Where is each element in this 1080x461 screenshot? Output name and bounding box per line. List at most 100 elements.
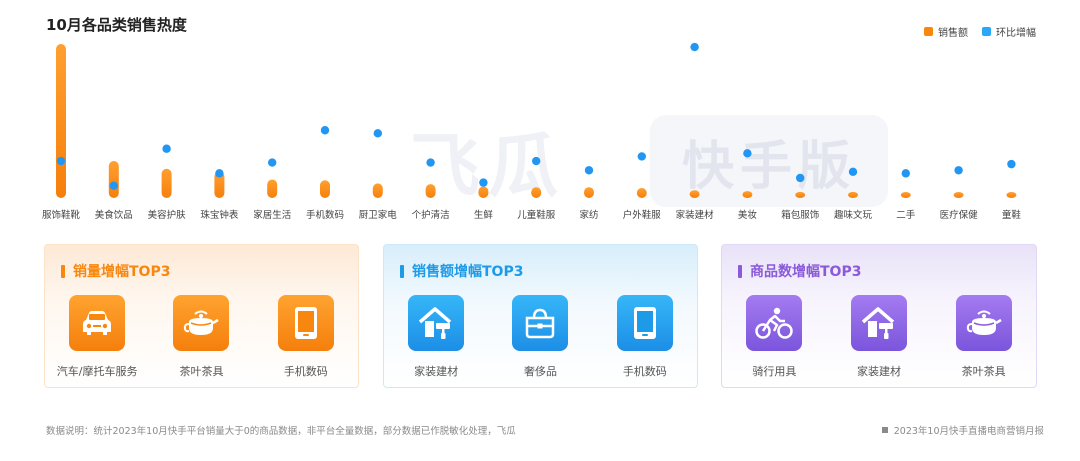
house-brush-icon [851,295,907,351]
panel-title: 销量增幅TOP3 [61,261,170,281]
sales-bar [478,186,489,198]
chart-title: 10月各品类销售热度 [46,16,187,34]
x-tick-label: 医疗保健 [940,209,979,221]
growth-point [901,169,910,178]
growth-point [796,173,805,183]
chart-legend: 销售额 环比增幅 [924,24,1036,39]
title-marker [400,264,404,278]
legend-sales-swatch [924,27,933,36]
panel-title-text: 销量增幅TOP3 [73,264,171,280]
sales-bar [214,171,225,198]
growth-point [56,156,66,166]
cyclist-icon [746,295,803,351]
sales-bar [636,187,647,198]
sales-bar [848,191,858,198]
growth-point [637,152,646,161]
sales-bar [1006,192,1017,198]
x-tick-label: 美容护肤 [148,209,187,221]
panel-title-text: 销售额增幅TOP3 [412,264,524,280]
x-tick-label: 家装建材 [676,209,715,221]
item-label: 骑行用具 [752,365,797,378]
legend-growth: 环比增幅 [982,24,1036,39]
x-tick-label: 美妆 [738,209,758,221]
item-label: 手机数码 [283,365,328,378]
panel-sales-volume-top3: 销量增幅TOP3 汽车/摩托车服务 茶叶茶具 手机数码 [44,244,359,388]
x-tick-label: 二手 [896,209,916,221]
teapot-icon [955,295,1012,351]
growth-point [426,158,435,167]
growth-point [373,129,382,138]
top-item: 茶叶茶具 [149,295,253,379]
panel-title-text: 商品数增幅TOP3 [750,264,862,280]
phone-icon [277,295,334,351]
top-item: 家装建材 [384,295,488,379]
growth-point [1007,159,1016,169]
growth-point [848,167,858,177]
category-chart: 服饰鞋靴美食饮品美容护肤珠宝钟表家居生活手机数码厨卫家电个护清洁生鲜儿童鞋服家纺… [42,42,1022,221]
growth-point [479,178,488,187]
item-label: 茶叶茶具 [179,365,224,378]
sales-bar [584,187,594,198]
x-tick-label: 家居生活 [253,209,292,221]
growth-point [320,126,330,135]
panel-title: 销售额增幅TOP3 [400,261,523,281]
title-marker [61,264,65,278]
panel-title: 商品数增幅TOP3 [738,261,861,281]
growth-point [690,42,699,52]
growth-point [109,181,119,190]
top-item: 奢侈品 [488,295,592,379]
top-item: 汽车/摩托车服务 [45,295,149,379]
growth-point [532,156,541,166]
growth-point [268,158,277,167]
top-item: 手机数码 [254,295,358,379]
sales-bar [320,180,330,198]
x-tick-label: 家纺 [579,209,599,221]
x-tick-label: 厨卫家电 [359,209,398,221]
x-tick-label: 箱包服饰 [781,209,819,221]
data-note: 数据说明：统计2023年10月快手平台销量大于0的商品数据，非平台全量数据，部分… [46,426,516,437]
growth-point [954,166,963,175]
x-tick-label: 户外鞋服 [623,209,662,221]
footer-square-icon [881,427,888,433]
sales-bar [531,187,542,198]
x-tick-label: 儿童鞋服 [517,209,556,221]
sales-bar [267,179,278,198]
legend-sales-label: 销售额 [938,28,968,39]
sales-bar [953,192,964,198]
growth-point [584,166,594,175]
sales-bar [372,183,383,198]
report-name: 2023年10月快手直播电商营销月报 [881,423,1044,437]
report-name-text: 2023年10月快手直播电商营销月报 [893,426,1044,437]
x-tick-label: 服饰鞋靴 [42,209,81,221]
x-tick-label: 趣味文玩 [834,209,873,221]
phone-icon [616,295,673,351]
sales-bar [161,168,172,198]
x-tick-label: 童鞋 [1002,209,1022,221]
sales-bar [108,161,119,198]
x-tick-label: 珠宝钟表 [200,209,239,221]
house-brush-icon [408,295,465,351]
sales-bar [795,191,806,198]
sales-bar [56,44,66,198]
handbag-icon [512,295,569,351]
sales-bar [900,192,911,198]
car-icon [69,295,126,351]
item-label: 茶叶茶具 [961,365,1006,378]
teapot-icon [173,295,230,351]
panel-product-count-top3: 商品数增幅TOP3 骑行用具 家装建材 茶叶茶具 [721,244,1037,388]
legend-growth-swatch [982,27,991,36]
top-item: 茶叶茶具 [931,295,1036,379]
sales-bar [425,184,436,198]
top-item: 家装建材 [827,295,932,379]
x-tick-label: 生鲜 [474,209,494,221]
item-label: 手机数码 [622,365,667,378]
x-tick-label: 手机数码 [306,209,344,221]
item-label: 家装建材 [857,365,901,378]
growth-point [162,144,171,153]
x-tick-label: 美食饮品 [95,209,133,221]
panel-sales-amount-top3: 销售额增幅TOP3 家装建材 奢侈品 手机数码 [383,244,698,388]
legend-sales: 销售额 [924,24,968,39]
top-item: 骑行用具 [722,295,827,379]
watermark-tag: 快手版 [650,115,888,207]
sales-bar [689,190,700,198]
